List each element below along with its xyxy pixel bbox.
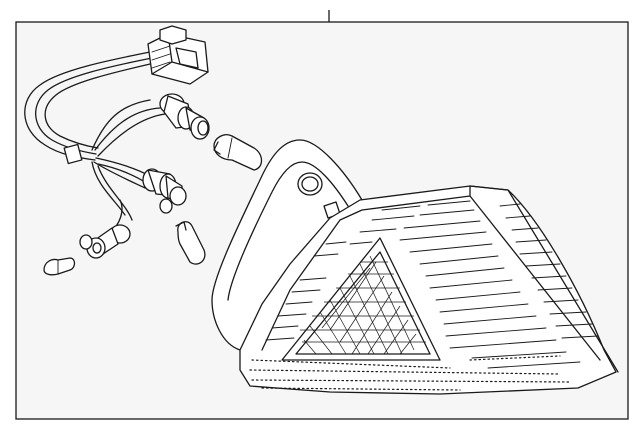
bulb-socket-middle xyxy=(142,168,187,214)
bulb-lower xyxy=(43,257,76,276)
bulb-socket-upper xyxy=(159,93,210,140)
bulb-upper xyxy=(213,134,263,171)
tail-lamp-assembly xyxy=(211,139,619,395)
bulb-middle xyxy=(175,221,206,265)
bulb-socket-lower xyxy=(79,224,131,259)
lens-ribs xyxy=(265,200,599,369)
lens-dotted-band xyxy=(249,355,571,391)
wiring-harness-connector xyxy=(147,25,209,85)
wiring-harness xyxy=(24,51,166,233)
reflector xyxy=(281,237,441,361)
